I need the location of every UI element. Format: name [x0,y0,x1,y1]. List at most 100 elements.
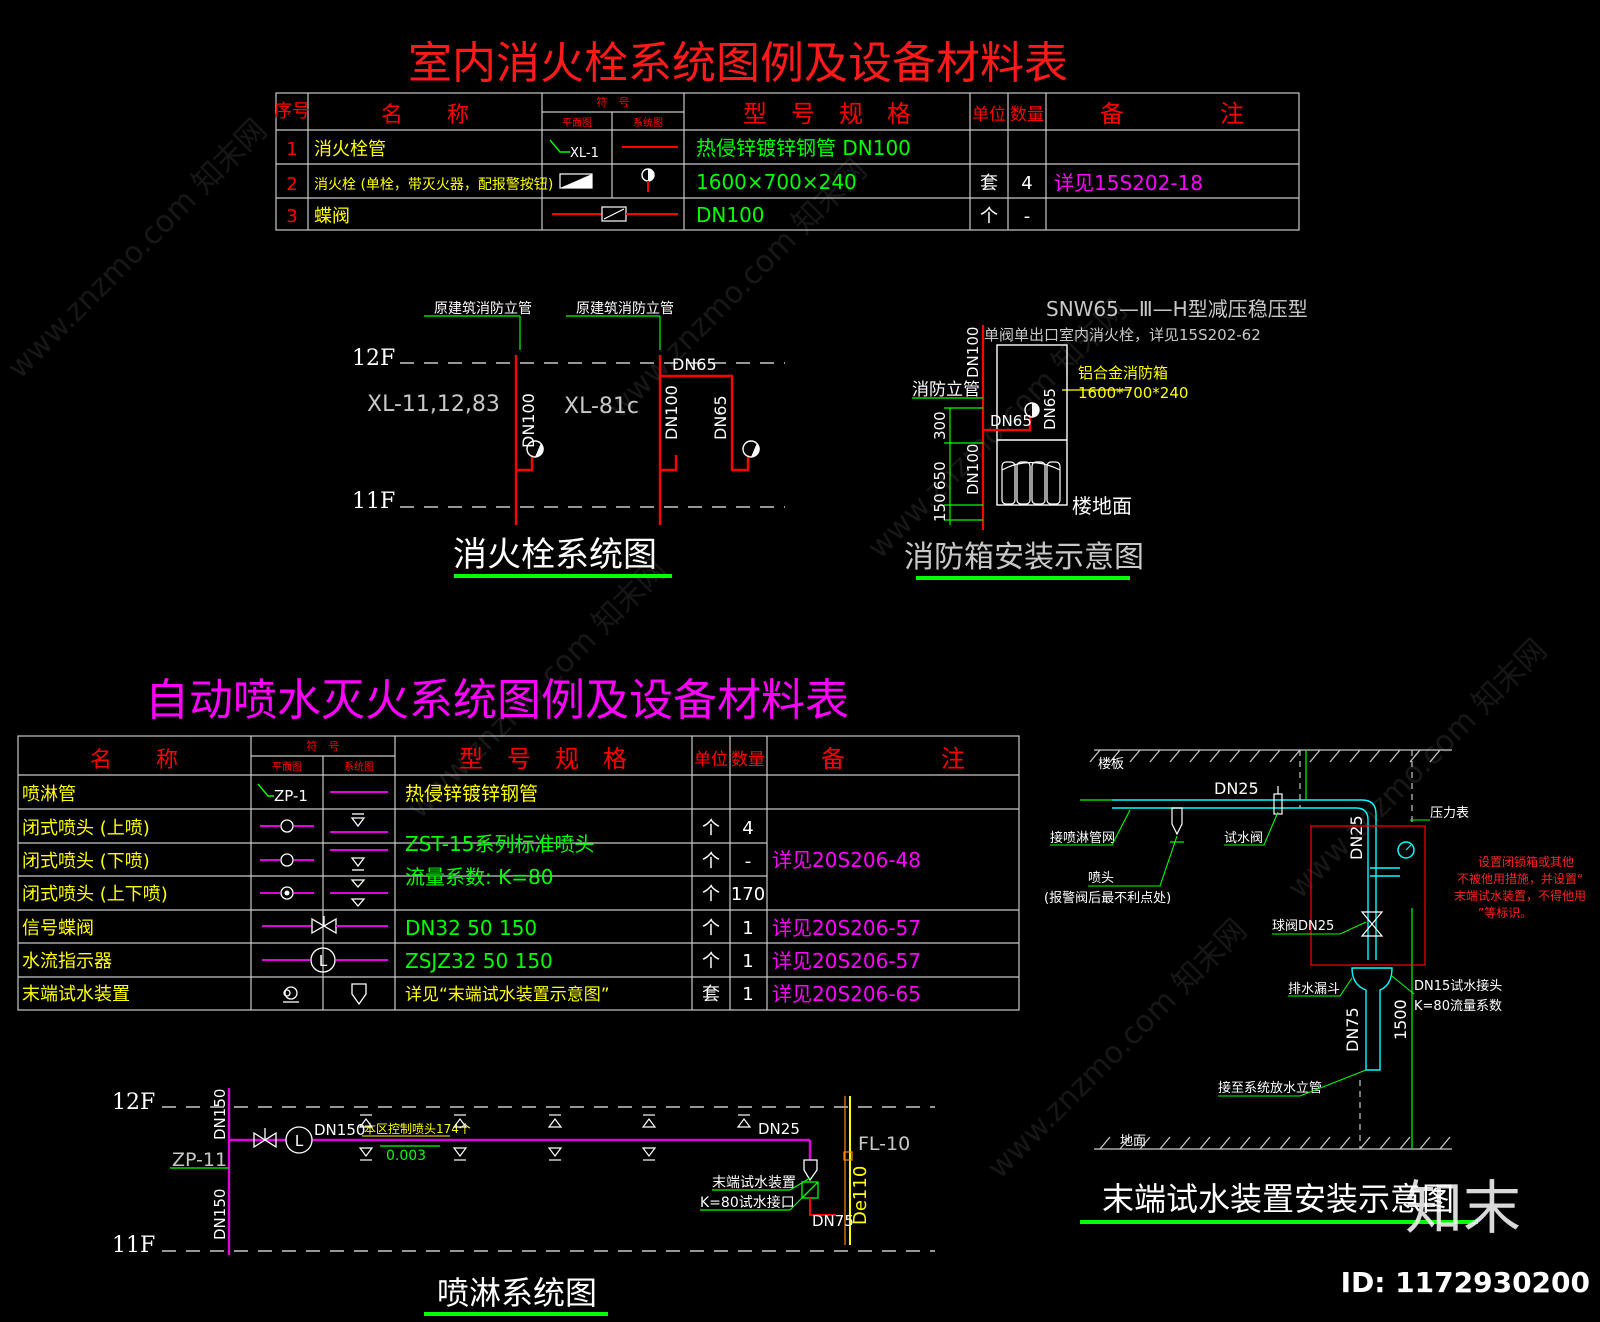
cabinet-dn65-h: DN65 [990,412,1032,430]
svg-text:www.znzmo.com 知末网: www.znzmo.com 知末网 [1,113,274,386]
cabinet-box-label: 铝合金消防箱 [1078,364,1168,382]
sp-de110-label: De110 [850,1166,871,1225]
watermark: www.znzmo.com 知末网 www.znzmo.com 知末网 www.… [1,113,1554,1186]
brand-id: ID: 1172930200 [1341,1266,1590,1299]
sprinkler-table [17,735,1020,1011]
sp-valve-icon [253,1128,277,1149]
sprinkler-table-title: 自动喷水灭火系统图例及设备材料表 [145,675,849,726]
sp-row-name: 喷淋管 [22,784,76,805]
cabinet-hydrant-icon [1024,402,1040,418]
td-ground [1094,1136,1452,1150]
td-leaders [1050,809,1430,1097]
sp-row-qty: - [745,851,752,872]
fh-riser-b-label: XL-81c [564,394,639,419]
sp-row-name: 闭式喷头 (下喷) [22,851,150,872]
sprinkler-head-icon [452,1114,468,1161]
cabinet-box-size: 1600*700*240 [1078,384,1188,402]
svg-text:L: L [295,1132,304,1150]
sp-row-unit: 套 [702,984,720,1005]
sp-sprinkler-remark: 详见20S206-48 [772,848,921,872]
fh-dn100-a: DN100 [519,393,538,448]
cabinet-extinguishers-icon [1001,461,1061,505]
fh-row-unit: 套 [980,173,998,194]
sp-header-system: 系统图 [344,760,374,773]
td-k80-label: K=80流量系数 [1414,999,1502,1014]
sp-row-qty: 1 [742,918,753,939]
td-dn75-v: DN75 [1343,1007,1362,1052]
sp-row-remark: 详见20S206-57 [772,916,921,940]
td-head-label: 喷头 [1088,871,1114,886]
cabinet-dn100-bottom: DN100 [964,444,982,495]
td-ball-valve-icon [1360,911,1384,937]
sp-upright-head-plan-icon [260,819,314,833]
sp-header-symbol: 符 号 [307,740,340,753]
sp-row-unit: 个 [702,884,720,905]
sp-row-spec: 热侵锌镀锌钢管 [405,783,538,805]
sp-header-remark: 备 注 [821,745,965,773]
cabinet-dn65-v: DN65 [1041,388,1059,430]
td-lock-note-4: ”等标识。 [1478,906,1532,920]
fh-butterfly-valve-symbol [552,206,678,222]
td-gauge-icon [1397,841,1415,859]
fh-header-plan: 平面图 [562,117,592,129]
fh-row-spec: DN100 [696,203,765,227]
sp-zone-note: 本区控制喷头174个 [364,1122,471,1136]
sp-dn150-top: DN150 [211,1089,229,1140]
sp-row-unit: 个 [702,818,720,839]
sp-row-qty: 1 [742,951,753,972]
fh-header-symbol: 符 号 [597,96,630,109]
sp-header-unit: 单位 [694,750,728,770]
sp-fl-label: FL-10 [858,1133,910,1155]
cabinet-riser-label: 消防立管 [912,380,980,400]
td-dn25-v: DN25 [1347,815,1366,860]
sp-row-unit: 个 [702,918,720,939]
sprinkler-head-icon [358,1114,374,1161]
sp-test-device-plan-icon [283,986,299,1003]
fh-header-system: 系统图 [633,116,663,129]
td-title: 末端试水装置安装示意图 [1102,1180,1454,1218]
sp-header-spec: 型 号 规 格 [459,745,627,773]
fh-row-name: 消火栓 (单栓，带灭火器，配报警按钮) [314,177,553,193]
fh-row-unit: 个 [980,206,998,227]
td-dn15-label: DN15试水接头 [1414,978,1502,994]
fh-hydrant-icon [526,440,760,458]
sp-dn150-h: DN150 [314,1121,365,1139]
td-ground-label: 地面 [1120,1134,1146,1149]
sp-dn150-bottom: DN150 [211,1189,229,1240]
fh-floor-12f: 12F [352,346,395,371]
sp-signal-valve-icon [262,916,388,935]
fh-header-unit: 单位 [972,105,1006,125]
fh-hydrant-plan-symbol [559,173,593,189]
sp-floor-12f: 12F [112,1090,155,1115]
fh-header-remark: 备 注 [1100,100,1244,128]
sp-flow-indicator-diagram-icon: L [285,1126,313,1154]
cabinet-box-outline [996,344,1068,506]
cabinet-pipes [981,325,1032,530]
sp-pendent-head-system-icon [330,849,388,871]
sp-test-leaders [700,1177,811,1211]
sp-sprinkler-spec-1: ZST-15系列标准喷头 [405,832,594,856]
cabinet-dim-line [944,407,983,525]
sp-dual-head-system-icon [330,879,388,907]
td-lock-note-2: 不被他用措施，并设置“ [1457,872,1583,886]
td-to-drain-label: 接至系统放水立管 [1218,1080,1322,1096]
td-lock-note-3: 末端试水装置，不得他用 [1454,888,1586,903]
fh-header-spec: 型 号 规 格 [743,100,911,128]
svg-text:L: L [319,952,328,970]
fh-dn65-h: DN65 [672,355,717,374]
td-h1500-v: 1500 [1391,999,1410,1040]
sp-sprinkler-spec-2: 流量系数: K=80 [405,865,553,889]
td-to-pipe-label: 接喷淋管网 [1050,830,1115,846]
sp-row-spec: 详见“末端试水装置示意图” [405,985,610,1005]
fh-row-no: 1 [286,139,297,160]
sp-test-device-icon [801,1159,819,1199]
sp-upright-head-system-icon [330,813,388,833]
td-slab [1089,749,1452,763]
sp-pipe-plan-symbol [257,783,274,797]
td-drain-funnel-label: 排水漏斗 [1288,981,1340,997]
td-test-valve-label: 试水阀 [1224,831,1263,846]
fh-system-title: 消火栓系统图 [453,535,657,575]
sp-heads [358,1114,752,1161]
sp-row-qty: 1 [742,984,753,1005]
fh-header-qty: 数量 [1010,105,1044,125]
